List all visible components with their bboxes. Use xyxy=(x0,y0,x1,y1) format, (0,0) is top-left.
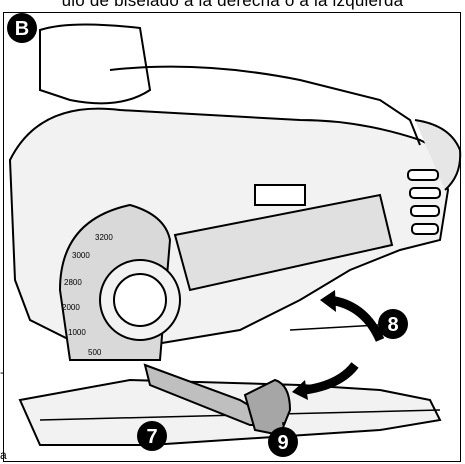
svg-text:9: 9 xyxy=(277,432,288,454)
rotation-arrow-upper xyxy=(329,295,385,342)
dial-knob-center xyxy=(113,273,167,327)
panel-clip xyxy=(254,184,306,206)
dial-tick-label: 3000 xyxy=(72,251,90,260)
tool-handle xyxy=(39,23,152,105)
svg-text:8: 8 xyxy=(387,314,398,336)
arrow-head xyxy=(292,380,308,400)
dial-tick-label: 2000 xyxy=(62,303,80,312)
callout-9: 9 xyxy=(268,422,298,457)
figure-frame xyxy=(3,12,461,462)
margin-glyph-left: - xyxy=(0,365,4,379)
speed-dial: 3200 3000 2800 2000 1000 500 xyxy=(58,203,181,361)
dial-tick-label: 2800 xyxy=(64,278,82,287)
label-panel xyxy=(173,193,394,292)
cord-guard xyxy=(414,119,462,191)
vent-slot xyxy=(409,187,441,199)
svg-text:7: 7 xyxy=(146,426,157,448)
vent-slot xyxy=(407,169,439,181)
margin-glyph-bottom: a xyxy=(0,448,7,462)
rotation-arrow-lower xyxy=(304,362,359,395)
arrow-head xyxy=(320,290,336,312)
page-caption: ulo de biselado a la derecha o a la izqu… xyxy=(61,0,404,10)
callout-8: 8 xyxy=(289,309,408,339)
vent-slot xyxy=(410,205,440,217)
callout-7: 7 xyxy=(137,421,167,451)
dial-tick-label: 3200 xyxy=(95,233,113,242)
lever-handle xyxy=(243,378,292,437)
vent-slot xyxy=(411,223,439,235)
figure-label-badge: B xyxy=(7,13,37,43)
dial-tick-label: 500 xyxy=(88,348,102,357)
dial-tick-label: 1000 xyxy=(68,328,86,337)
vent-slots xyxy=(407,169,441,235)
handle-grip xyxy=(109,65,421,146)
svg-text:B: B xyxy=(15,18,29,40)
